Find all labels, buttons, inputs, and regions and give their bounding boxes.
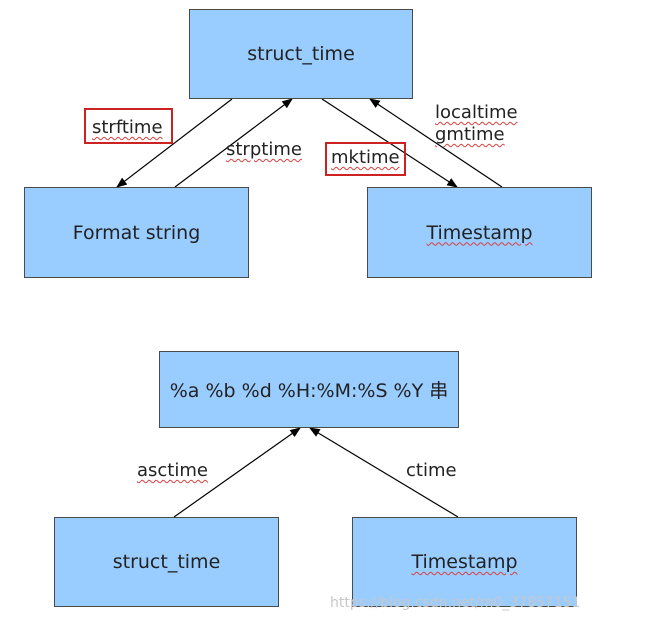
arrow-strptime: [174, 98, 293, 188]
timestamp-box-top-label: Timestamp: [426, 221, 533, 244]
arrow-strftime: [116, 98, 233, 188]
struct-time-box-top-label: struct_time: [247, 43, 355, 65]
format-output-box-label: %a %b %d %H:%M:%S %Y 串: [169, 380, 449, 402]
arrow-localtime-gmtime: [369, 98, 503, 188]
format-string-box: Format string: [24, 187, 249, 278]
format-output-box: %a %b %d %H:%M:%S %Y 串: [159, 351, 459, 428]
timestamp-box-bottom-label: Timestamp: [411, 551, 518, 573]
timestamp-box-top: Timestamp: [367, 187, 592, 278]
strftime-label: strftime: [92, 117, 163, 138]
struct-time-box-top: struct_time: [189, 9, 413, 99]
format-string-box-label: Format string: [72, 221, 201, 244]
mktime-highlight: [325, 142, 406, 176]
timestamp-box-bottom: Timestamp: [352, 517, 577, 607]
localtime-label: localtime: [435, 102, 518, 123]
asctime-label: asctime: [137, 460, 208, 481]
arrow-ctime: [309, 427, 459, 518]
ctime-label: ctime: [406, 460, 457, 481]
struct-time-box-bottom-label: struct_time: [112, 551, 221, 573]
watermark-text: https://blog.csdn.net/m0_37857151: [330, 595, 581, 611]
struct-time-box-bottom: struct_time: [54, 517, 279, 607]
mktime-label: mktime: [331, 147, 400, 168]
arrow-asctime: [173, 427, 301, 518]
strptime-label: strptime: [226, 139, 302, 160]
strftime-highlight: [84, 108, 173, 144]
gmtime-label: gmtime: [435, 124, 505, 145]
